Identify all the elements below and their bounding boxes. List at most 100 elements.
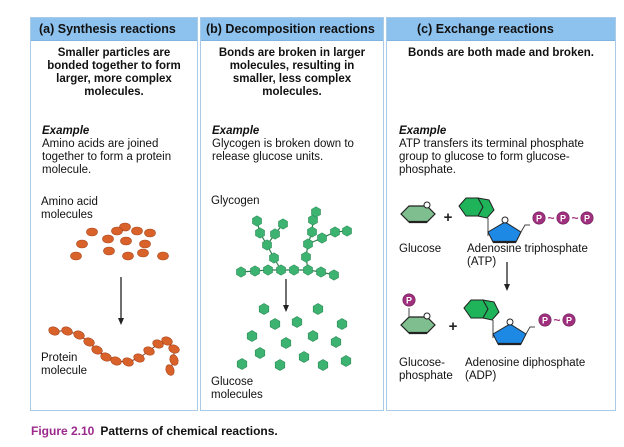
adp-structure bbox=[463, 299, 535, 346]
synthesis-arrowhead bbox=[118, 318, 124, 325]
glucose-ring bbox=[400, 205, 436, 223]
exchange-arrowhead bbox=[504, 284, 510, 291]
amino-acid bbox=[122, 251, 134, 261]
phosphate-label: P bbox=[584, 214, 590, 224]
label-adp: Adenosine diphosphate (ADP) bbox=[465, 357, 585, 383]
phosphate-link bbox=[525, 326, 535, 335]
ring-oxygen-icon bbox=[506, 318, 514, 326]
glucose-molecule bbox=[336, 318, 348, 330]
glucose-molecule bbox=[258, 303, 270, 315]
description-line: bonded together to form bbox=[47, 60, 181, 72]
example-line: group to glucose to form glucose- bbox=[399, 151, 570, 163]
description-exchange: Bonds are both made and broken. bbox=[386, 47, 616, 60]
amino-acid bbox=[157, 251, 169, 261]
amino-acid-molecules bbox=[70, 222, 169, 261]
glucose-molecule bbox=[298, 351, 310, 363]
amino-acid bbox=[144, 228, 156, 238]
ring-oxygen-icon bbox=[501, 216, 509, 224]
label-line: Glucose- bbox=[399, 357, 446, 369]
example-title-synthesis: Example bbox=[42, 125, 90, 137]
label-line: molecules bbox=[211, 389, 263, 401]
glucose-molecule bbox=[291, 316, 303, 328]
glucose-ring bbox=[400, 316, 436, 334]
glucose-molecule bbox=[269, 318, 281, 330]
glucose-unit bbox=[262, 239, 272, 251]
amino-acid-residue bbox=[48, 326, 60, 336]
glucose-unit bbox=[276, 264, 286, 276]
panel-header-exchange: (c) Exchange reactions bbox=[387, 18, 615, 41]
glucose-unit bbox=[303, 264, 313, 276]
amino-acid-residue bbox=[168, 344, 180, 354]
label-protein-molecule: Protein molecule bbox=[41, 352, 87, 378]
glucose-structure bbox=[400, 201, 436, 224]
glycogen-molecule bbox=[236, 206, 352, 281]
plus-sign: + bbox=[449, 318, 458, 335]
label-glucose-phosphate: Glucose- phosphate bbox=[399, 357, 453, 383]
amino-acid-residue bbox=[152, 339, 164, 349]
label-line: Protein bbox=[41, 352, 78, 364]
amino-acid-residue bbox=[122, 357, 134, 367]
label-amino-acid-molecules: Amino acid molecules bbox=[41, 196, 98, 222]
glucose-molecules bbox=[236, 303, 352, 371]
glucose-unit bbox=[342, 225, 352, 237]
exchange-molecules: +P~P~PP+P~P bbox=[400, 197, 594, 346]
glucose-unit bbox=[269, 252, 279, 264]
label-line: molecule bbox=[41, 365, 88, 377]
example-line: together to form a protein bbox=[42, 151, 172, 163]
label-line: molecules bbox=[41, 209, 93, 221]
high-energy-bond: ~ bbox=[547, 211, 554, 225]
phosphate-icon bbox=[532, 211, 546, 225]
glucose-molecule bbox=[340, 355, 352, 367]
example-text-exchange: ATP transfers its terminal phosphate gro… bbox=[399, 138, 584, 177]
phosphate-icon bbox=[538, 313, 552, 327]
amino-acid-residue bbox=[91, 345, 103, 355]
high-energy-bond: ~ bbox=[553, 313, 560, 327]
panel-decomposition: (b) Decomposition reactions bbox=[200, 17, 384, 411]
example-line: Glycogen is broken down to bbox=[212, 138, 354, 150]
glucose-unit bbox=[289, 264, 299, 276]
amino-acid-residue bbox=[73, 330, 85, 340]
label-line: Adenosine triphosphate bbox=[467, 243, 588, 255]
example-line: Amino acids are joined bbox=[42, 138, 159, 150]
amino-acid-residue bbox=[110, 356, 122, 366]
example-title-exchange: Example bbox=[399, 125, 447, 137]
label-line: (ATP) bbox=[467, 256, 497, 268]
plus-sign: + bbox=[444, 209, 453, 226]
protein-molecule bbox=[48, 326, 180, 376]
description-line: larger, more complex bbox=[56, 73, 172, 85]
glucose-unit bbox=[308, 214, 318, 226]
description-synthesis: Smaller particles are bonded together to… bbox=[30, 47, 198, 99]
panel-header-synthesis: (a) Synthesis reactions bbox=[31, 18, 197, 41]
glucose-molecule bbox=[246, 330, 258, 342]
amino-acid-residue bbox=[133, 353, 145, 363]
atp-structure bbox=[458, 197, 530, 244]
glucose-unit bbox=[317, 232, 327, 244]
description-decomposition: Bonds are broken in larger molecules, re… bbox=[200, 47, 384, 99]
example-line: phosphate. bbox=[399, 164, 456, 176]
glucose-unit bbox=[255, 227, 265, 239]
amino-acid bbox=[139, 239, 151, 249]
phosphate-icon bbox=[562, 313, 576, 327]
example-line: release glucose units. bbox=[212, 151, 324, 163]
amino-acid-residue bbox=[161, 336, 173, 346]
amino-acid-residue bbox=[83, 337, 95, 347]
phosphate-link bbox=[520, 224, 530, 233]
description-line: Bonds are broken in larger bbox=[218, 47, 366, 59]
amino-acid bbox=[137, 248, 149, 258]
label-line: Adenosine diphosphate bbox=[465, 357, 586, 369]
glucose-molecule bbox=[307, 330, 319, 342]
ring-oxygen-icon bbox=[423, 201, 431, 209]
description-line: molecules, resulting in bbox=[229, 60, 355, 72]
amino-acid bbox=[103, 246, 115, 256]
glucose-unit bbox=[329, 269, 339, 281]
example-title-decomposition: Example bbox=[212, 125, 260, 137]
glucose-molecule bbox=[330, 336, 342, 348]
amino-acid bbox=[70, 251, 82, 261]
amino-acid bbox=[119, 222, 131, 232]
amino-acid bbox=[86, 227, 98, 237]
example-text-decomposition: Glycogen is broken down to release gluco… bbox=[212, 138, 354, 164]
amino-acid bbox=[102, 234, 114, 244]
glucose-molecule bbox=[236, 358, 248, 370]
description-line: Smaller particles are bbox=[57, 47, 171, 59]
